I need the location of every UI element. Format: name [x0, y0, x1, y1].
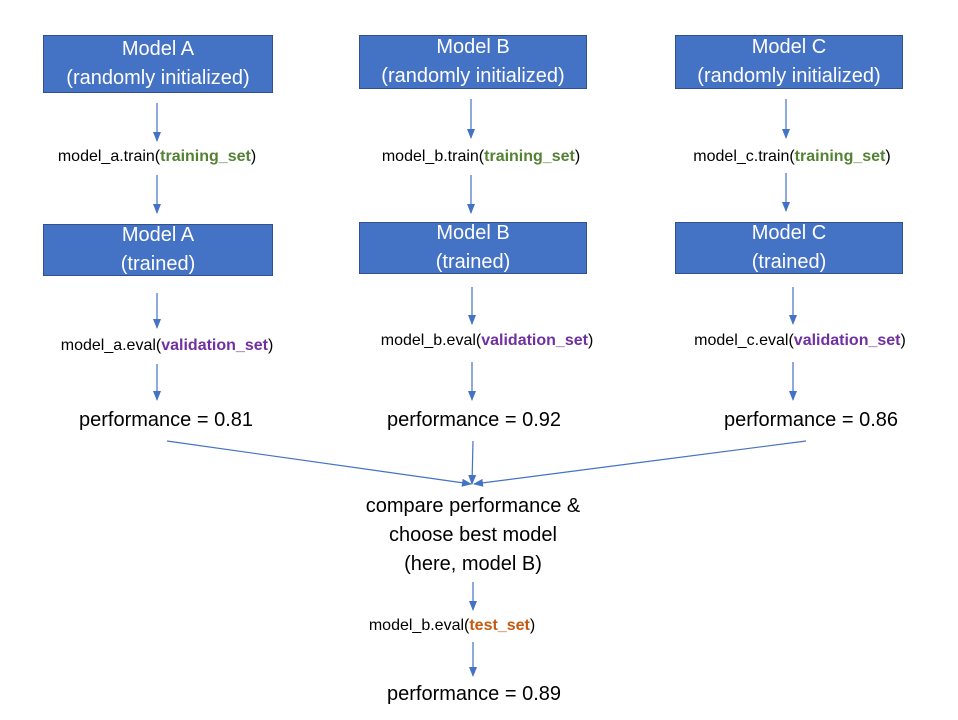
model-a-trained-state: (trained) [120, 253, 196, 275]
model-b-train-call: model_b.train(training_set) [382, 147, 580, 167]
model-b-trained-box: Model B (trained) [359, 222, 587, 274]
model-b-training-set-arg: training_set [484, 148, 575, 165]
model-a-initial-state: (randomly initialized) [66, 67, 250, 89]
model-a-performance: performance = 0.81 [79, 409, 253, 431]
test-set-arg: test_set [469, 617, 530, 634]
compare-line-3: (here, model B) [404, 553, 542, 575]
model-c-train-suffix: ) [885, 148, 891, 165]
test-call-prefix: model_b.eval( [368, 617, 470, 634]
model-b-initial-state: (randomly initialized) [381, 65, 565, 87]
model-c-eval-prefix: model_c.eval( [694, 332, 794, 349]
model-b-train-suffix: ) [574, 148, 581, 165]
model-c-performance: performance = 0.86 [724, 409, 898, 431]
model-c-eval-call: model_c.eval(validation_set) [694, 331, 906, 351]
model-a-eval-call: model_a.eval(validation_set) [61, 336, 274, 356]
model-a-initial-name: Model A [121, 38, 195, 60]
test-call-suffix: ) [529, 617, 536, 634]
model-c-trained-box: Model C (trained) [675, 222, 903, 274]
model-a-validation-set-arg: validation_set [161, 337, 268, 354]
model-b-initial-box: Model B (randomly initialized) [359, 35, 587, 89]
model-b-performance: performance = 0.92 [387, 409, 561, 431]
compare-line-1: compare performance & [365, 495, 581, 517]
model-a-trained-name: Model A [121, 224, 195, 246]
arrow-c-perf-to-compare [473, 440, 807, 487]
arrow-a-perf-to-compare [166, 440, 472, 487]
model-c-validation-set-arg: validation_set [793, 332, 901, 349]
model-a-initial-box: Model A (randomly initialized) [43, 35, 273, 93]
model-c-trained-name: Model C [751, 222, 827, 244]
model-c-train-prefix: model_c.train( [693, 148, 795, 165]
model-b-train-prefix: model_b.train( [381, 148, 485, 165]
model-c-trained-state: (trained) [751, 251, 827, 273]
model-b-eval-call: model_b.eval(validation_set) [381, 331, 594, 351]
model-b-eval-prefix: model_b.eval( [380, 332, 482, 349]
model-a-training-set-arg: training_set [160, 148, 251, 165]
model-c-train-call: model_c.train(training_set) [693, 147, 890, 167]
model-b-initial-name: Model B [436, 36, 510, 58]
model-b-test-call: model_b.eval(test_set) [369, 616, 535, 636]
model-c-training-set-arg: training_set [794, 148, 886, 165]
compare-step: compare performance & choose best model … [366, 492, 581, 579]
model-a-train-prefix: model_a.train( [57, 148, 161, 165]
model-c-eval-suffix: ) [900, 332, 906, 349]
model-a-eval-suffix: ) [267, 337, 274, 354]
model-b-eval-suffix: ) [587, 332, 594, 349]
model-c-initial-state: (randomly initialized) [697, 65, 881, 87]
final-performance: performance = 0.89 [387, 683, 561, 705]
model-b-trained-state: (trained) [435, 251, 511, 273]
model-c-initial-name: Model C [751, 36, 827, 58]
model-a-train-suffix: ) [250, 148, 257, 165]
model-a-eval-prefix: model_a.eval( [60, 337, 162, 354]
model-a-trained-box: Model A (trained) [43, 224, 273, 276]
compare-line-2: choose best model [389, 524, 557, 546]
arrow-b-perf-to-compare [468, 440, 477, 485]
model-a-train-call: model_a.train(training_set) [58, 147, 256, 167]
model-c-initial-box: Model C (randomly initialized) [675, 35, 903, 89]
model-b-trained-name: Model B [436, 222, 510, 244]
model-b-validation-set-arg: validation_set [481, 332, 588, 349]
